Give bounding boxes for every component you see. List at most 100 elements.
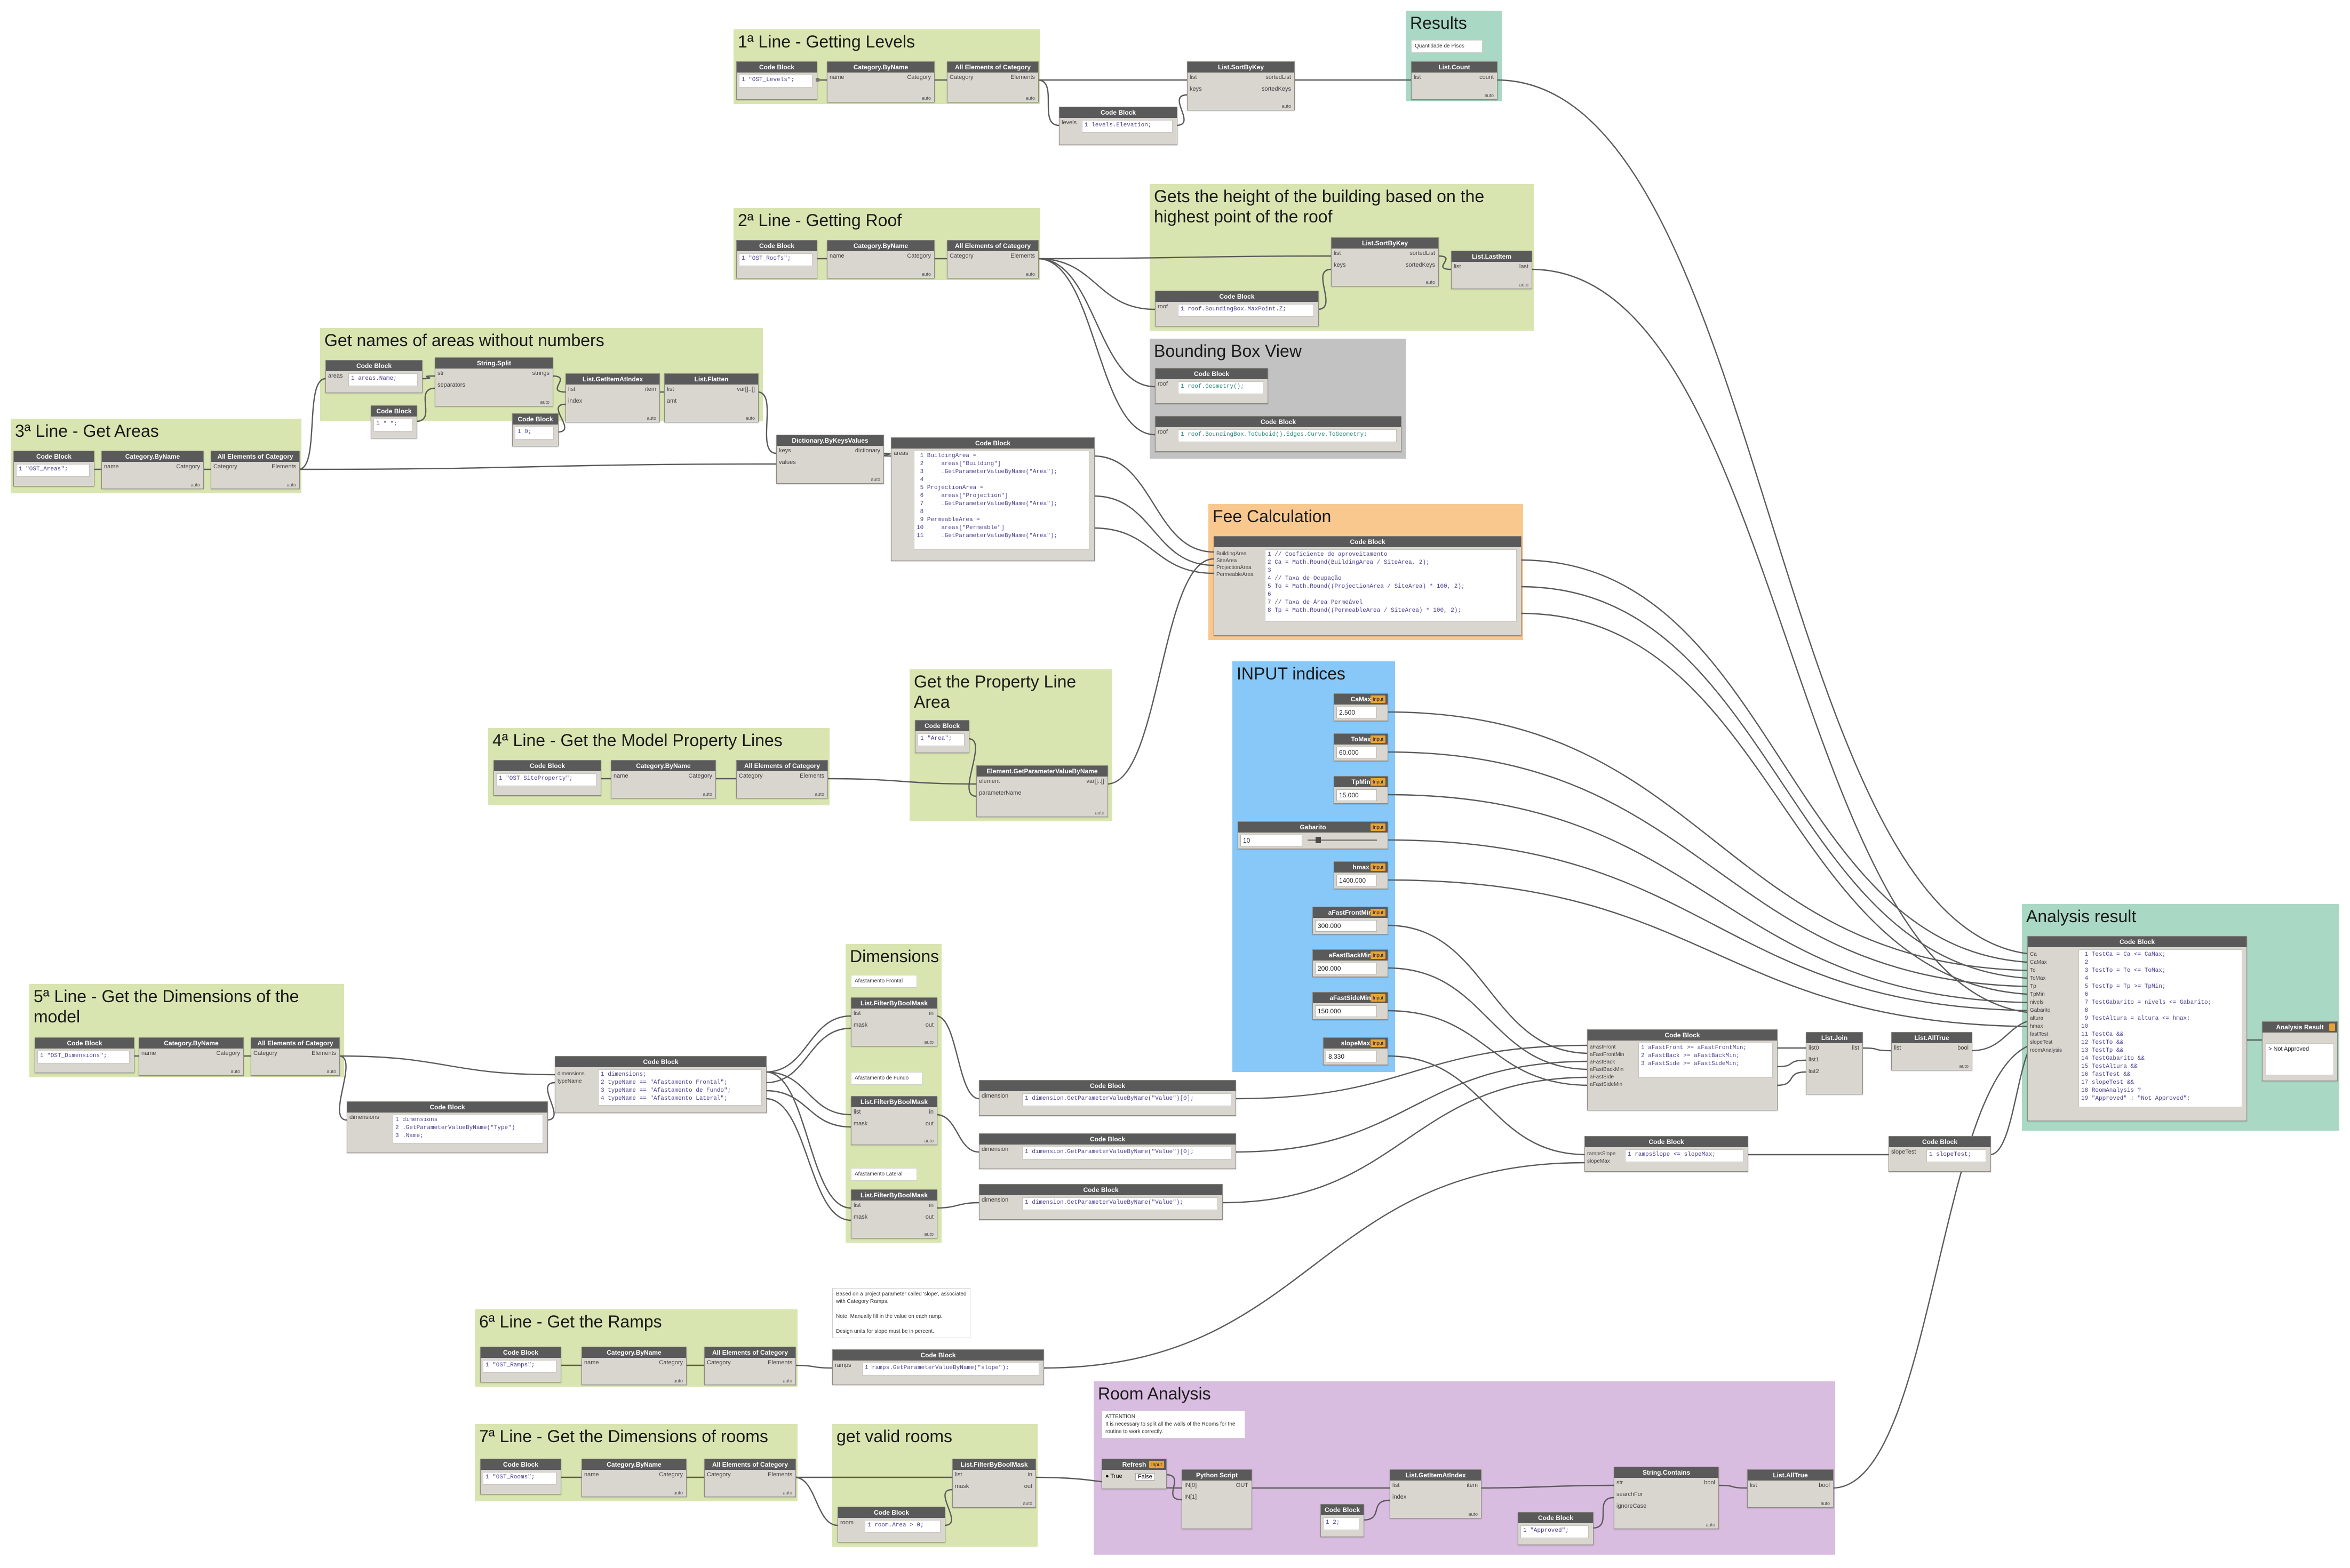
code-block-node[interactable]: Code Block areas 1 BuildingArea = 2 area… bbox=[891, 437, 1095, 561]
connector-wire[interactable] bbox=[338, 1055, 555, 1076]
list-filterbyboolmask-node[interactable]: List.FilterByBoolMask list in mask out a… bbox=[952, 1459, 1036, 1508]
connector-wire[interactable] bbox=[1387, 967, 1590, 1070]
category-byname-node[interactable]: Category.ByName name Category auto bbox=[581, 1459, 687, 1497]
connector-wire[interactable] bbox=[1093, 527, 1214, 574]
list-filterbyboolmask-node[interactable]: List.FilterByBoolMask list in mask out a… bbox=[851, 1189, 937, 1238]
list-getitematindex-node[interactable]: List.GetItemAtIndex list item index auto bbox=[565, 373, 660, 422]
value-field[interactable]: 1400.000 bbox=[1336, 875, 1377, 886]
connector-wire[interactable] bbox=[765, 1098, 851, 1221]
code-block-node[interactable]: Code Block 1 "OST_Ramps"; bbox=[480, 1347, 561, 1382]
code-text[interactable]: 1 dimension.GetParameterValueByName("Val… bbox=[1022, 1147, 1231, 1159]
code-text[interactable]: 1 // Coeficiente de aproveitamento 2 Ca … bbox=[1265, 549, 1517, 622]
code-text[interactable]: 1 roof.Geometry(); bbox=[1178, 381, 1263, 394]
code-block-node[interactable]: Code Block 1 " "; bbox=[371, 405, 417, 438]
code-block-node[interactable]: Code Block roof 1 roof.BoundingBox.MaxPo… bbox=[1155, 291, 1319, 326]
slider-value-field[interactable]: 10 bbox=[1240, 835, 1302, 846]
connector-wire[interactable] bbox=[765, 1071, 851, 1116]
connector-wire[interactable] bbox=[1520, 586, 2044, 980]
list-alltrue-node[interactable]: List.AllTrue list bool auto bbox=[1891, 1032, 1972, 1070]
code-text[interactable]: 1 levels.Elevation; bbox=[1082, 120, 1173, 133]
code-text[interactable]: 1 "Approved"; bbox=[1520, 1525, 1589, 1538]
toggle-true[interactable]: ● True bbox=[1105, 1473, 1122, 1479]
connector-wire[interactable] bbox=[1176, 94, 1188, 126]
code-block-node[interactable]: Code Block 1 "OST_Roofs"; bbox=[736, 240, 817, 278]
connector-wire[interactable] bbox=[1387, 751, 2044, 988]
connector-wire[interactable] bbox=[1776, 1059, 1806, 1068]
toggle-false[interactable]: False bbox=[1135, 1473, 1155, 1481]
connector-wire[interactable] bbox=[1531, 268, 2044, 1014]
value-field[interactable]: 15.000 bbox=[1336, 789, 1377, 801]
connector-wire[interactable] bbox=[1861, 1047, 1892, 1052]
list-getitematindex-node[interactable]: List.GetItemAtIndex list item index auto bbox=[1390, 1469, 1481, 1518]
connector-wire[interactable] bbox=[936, 1114, 979, 1153]
tpmin-input-node[interactable]: TpMin Input 15.000 bbox=[1334, 776, 1388, 804]
code-text[interactable]: 1 2; bbox=[1323, 1517, 1359, 1530]
python-script-node[interactable]: Python Script IN[0] OUT IN[1] bbox=[1182, 1469, 1252, 1529]
list-count-node[interactable]: List.Count list count auto bbox=[1411, 61, 1497, 100]
code-block-node[interactable]: Code Block roof 1 roof.Geometry(); bbox=[1155, 368, 1268, 404]
code-text[interactable]: 1 " "; bbox=[373, 419, 412, 431]
connector-wire[interactable] bbox=[936, 1015, 979, 1100]
connector-wire[interactable] bbox=[1106, 558, 1214, 785]
code-block-node[interactable]: Code Block areas 1 areas.Name; bbox=[325, 360, 423, 393]
code-block-node[interactable]: Code Block 1 "OST_Levels"; bbox=[736, 61, 819, 100]
element-getparameter-node[interactable]: Element.GetParameterValueByName element … bbox=[976, 765, 1108, 817]
value-field[interactable]: 300.000 bbox=[1315, 920, 1377, 932]
connector-wire[interactable] bbox=[1520, 612, 2044, 996]
afastbackmin-input-node[interactable]: aFastBackMin Input 200.000 bbox=[1312, 949, 1388, 977]
output-port[interactable] bbox=[816, 78, 819, 82]
code-text[interactable]: 1 dimensions; 2 typeName == "Afastamento… bbox=[598, 1069, 762, 1106]
connector-wire[interactable] bbox=[765, 1071, 851, 1209]
connector-wire[interactable] bbox=[1387, 1010, 1590, 1086]
code-block-node[interactable]: Code Block dimension 1 dimension.GetPara… bbox=[979, 1080, 1236, 1116]
code-block-node[interactable]: Code Block roof 1 roof.BoundingBox.ToCub… bbox=[1155, 416, 1401, 452]
tomax-input-node[interactable]: ToMax Input 60.000 bbox=[1334, 733, 1388, 761]
value-field[interactable]: 2.500 bbox=[1336, 707, 1377, 718]
connector-wire[interactable] bbox=[765, 1027, 851, 1084]
connector-wire[interactable] bbox=[1776, 1071, 1806, 1086]
list-filterbyboolmask-node[interactable]: List.FilterByBoolMask list in mask out a… bbox=[851, 997, 937, 1046]
category-byname-node[interactable]: Category.ByName name Category auto bbox=[611, 760, 716, 798]
gabarito-slider-node[interactable]: Gabarito Input 10 bbox=[1238, 821, 1388, 849]
connector-wire[interactable] bbox=[1387, 711, 2044, 972]
connector-wire[interactable] bbox=[1037, 79, 1060, 126]
afastsidemin-input-node[interactable]: aFastSideMin Input 150.000 bbox=[1312, 992, 1388, 1020]
code-text[interactable]: 1 aFastFront >= aFastFrontMin; 2 aFastBa… bbox=[1638, 1043, 1773, 1078]
connector-wire[interactable] bbox=[882, 452, 891, 457]
code-block-node[interactable]: Code Block dimension 1 dimension.GetPara… bbox=[979, 1133, 1236, 1169]
slopemax-input-node[interactable]: slopeMax Input 8.330 bbox=[1323, 1037, 1388, 1065]
list-sortbykey-node[interactable]: List.SortByKey list sortedList keys sort… bbox=[1331, 237, 1439, 286]
code-text[interactable]: 1 room.Area > 0; bbox=[865, 1520, 941, 1533]
list-lastitem-node[interactable]: List.LastItem list last auto bbox=[1451, 251, 1532, 289]
code-text[interactable]: 1 roof.BoundingBox.ToCuboid().Edges.Curv… bbox=[1178, 429, 1397, 442]
all-elements-node[interactable]: All Elements of Category Category Elemen… bbox=[704, 1459, 796, 1497]
list-sortbykey-node[interactable]: List.SortByKey list sortedList keys sort… bbox=[1187, 61, 1295, 110]
code-block-node[interactable]: Code Block ramps 1 ramps.GetParameterVal… bbox=[832, 1349, 1044, 1385]
code-block-node[interactable]: Code Block dimensions 1 dimensions 2 .Ge… bbox=[347, 1101, 548, 1153]
code-text[interactable]: 1 "OST_Rooms"; bbox=[483, 1472, 556, 1485]
connector-wire[interactable] bbox=[546, 1082, 555, 1121]
code-block-node[interactable]: Code Block 1 "OST_Rooms"; bbox=[480, 1459, 561, 1494]
code-block-node[interactable]: Code Block slopeTest 1 slopeTest; bbox=[1889, 1136, 1991, 1172]
code-text[interactable]: 1 "OST_Roofs"; bbox=[739, 253, 812, 266]
category-byname-node[interactable]: Category.ByName name Category auto bbox=[827, 240, 935, 278]
code-text[interactable]: 1 0; bbox=[515, 427, 554, 439]
code-text[interactable]: 1 "OST_SiteProperty"; bbox=[496, 773, 596, 786]
code-text[interactable]: 1 slopeTest; bbox=[1926, 1149, 1986, 1162]
afastfrontmin-input-node[interactable]: aFastFrontMin Input 300.000 bbox=[1312, 907, 1388, 934]
category-byname-node[interactable]: Category.ByName name Category auto bbox=[139, 1037, 244, 1076]
watch-node[interactable]: Analysis Result > Not Approved bbox=[2262, 1021, 2338, 1081]
connector-wire[interactable] bbox=[794, 1476, 838, 1526]
list-alltrue-node[interactable]: List.AllTrue list bool auto bbox=[1747, 1469, 1834, 1508]
code-text[interactable]: 1 dimension.GetParameterValueByName("Val… bbox=[1022, 1093, 1231, 1106]
code-block-node[interactable]: Code Block BuildingArea SiteArea Project… bbox=[1214, 536, 1521, 636]
code-text[interactable]: 1 "OST_Dimensions"; bbox=[37, 1051, 130, 1063]
code-text[interactable]: 1 "OST_Levels"; bbox=[739, 75, 812, 87]
code-block-node[interactable]: Code Block 1 2; bbox=[1320, 1504, 1364, 1537]
code-block-node[interactable]: Code Block dimensions typeName 1 dimensi… bbox=[555, 1056, 767, 1113]
connector-wire[interactable] bbox=[1221, 1076, 1590, 1204]
connector-wire[interactable] bbox=[1387, 839, 2044, 1012]
connector-wire[interactable] bbox=[1387, 794, 2044, 1004]
connector-wire[interactable] bbox=[298, 463, 777, 470]
code-block-node[interactable]: Code Block 1 "OST_SiteProperty"; bbox=[493, 760, 601, 796]
